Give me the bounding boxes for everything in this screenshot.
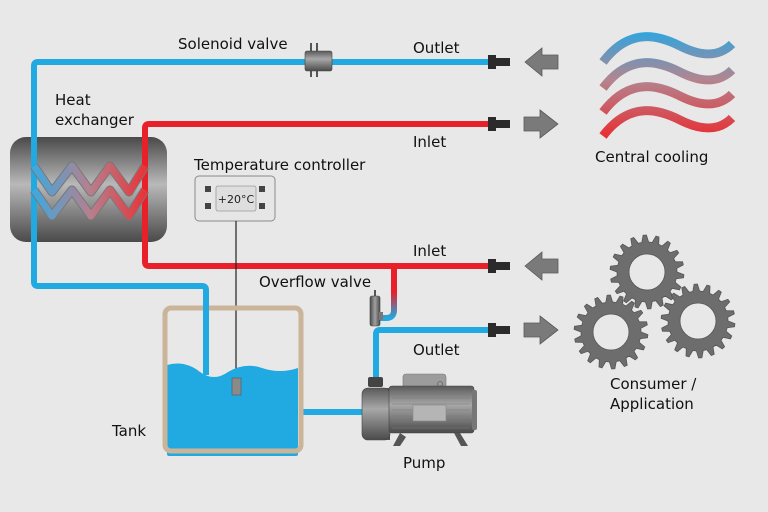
inlet-top-label: Inlet (413, 133, 446, 151)
arrow-left-icon (524, 47, 559, 77)
inlet-bottom-connector[interactable] (488, 259, 510, 273)
outlet-top-connector[interactable] (488, 55, 510, 69)
outlet-top-label: Outlet (413, 39, 460, 57)
outlet-bottom-label: Outlet (413, 341, 460, 359)
cold-pipe-pump-to-outlet (373, 327, 492, 380)
outlet-bottom-connector[interactable] (488, 323, 510, 337)
temperature-controller-label: Temperature controller (193, 156, 366, 174)
heat-exchanger-coil (30, 161, 149, 221)
overflow-valve-label: Overflow valve (259, 273, 371, 291)
central-cooling-icon (599, 32, 736, 139)
heat-exchanger-label-line2: exchanger (55, 111, 135, 129)
heat-exchanger (10, 137, 167, 242)
tank (162, 300, 304, 456)
gear-icon (660, 283, 736, 359)
consumer-gears (573, 234, 736, 370)
arrow-right-icon (523, 315, 559, 345)
tank-water (167, 363, 298, 456)
gear-icon (609, 234, 685, 310)
cold-pipe-tank-feed (31, 230, 209, 372)
arrow-left-icon (524, 251, 559, 281)
temperature-readout: +20°C (218, 193, 255, 206)
hot-pipe-top (142, 121, 492, 160)
overflow-bypass-pipe (380, 266, 397, 321)
hot-pipe-bottom (142, 230, 492, 269)
consumer-label-line2: Application (610, 395, 694, 413)
pipes (31, 59, 492, 415)
pump[interactable] (361, 373, 477, 446)
central-cooling-label: Central cooling (595, 148, 708, 166)
connectors (488, 55, 510, 337)
consumer-label-line1: Consumer / (610, 375, 697, 393)
temperature-controller[interactable]: +20°C (194, 175, 276, 222)
arrow-right-icon (523, 109, 559, 139)
solenoid-valve-label: Solenoid valve (178, 35, 288, 53)
tank-label: Tank (111, 422, 146, 440)
inlet-top-connector[interactable] (488, 117, 510, 131)
overflow-valve[interactable] (369, 290, 383, 327)
temperature-display (215, 185, 257, 212)
heat-exchanger-label-line1: Heat (55, 91, 91, 109)
inlet-bottom-label: Inlet (413, 242, 446, 260)
solenoid-valve[interactable] (304, 43, 333, 77)
gear-icon (573, 294, 649, 370)
temperature-sensor (231, 377, 242, 396)
cold-pipe-top (31, 59, 492, 160)
flow-arrows (523, 47, 559, 345)
pump-label: Pump (403, 454, 445, 472)
